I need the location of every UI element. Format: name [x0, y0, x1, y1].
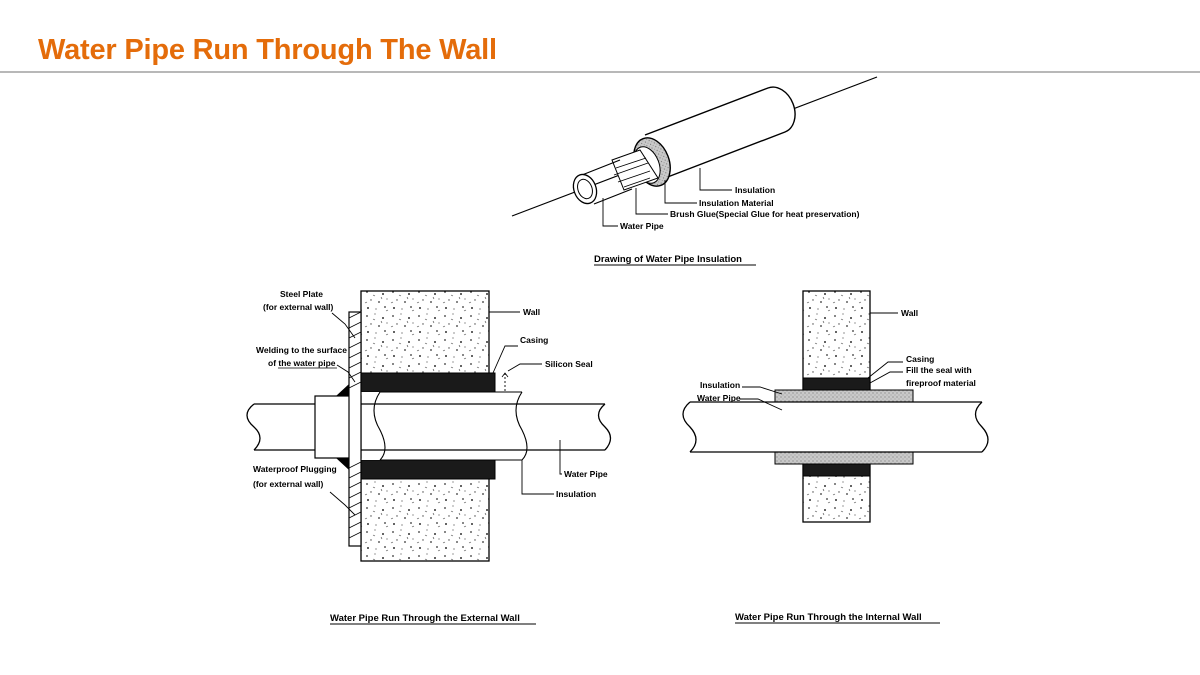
- label-insulation-material: Insulation Material: [699, 198, 774, 208]
- label-insulation: Insulation: [700, 380, 740, 390]
- caption-internal-wall: Water Pipe Run Through the Internal Wall: [735, 612, 922, 623]
- page-title: Water Pipe Run Through The Wall: [38, 34, 497, 66]
- insulation-drawing: Insulation Insulation Material Brush Glu…: [511, 76, 878, 266]
- label-casing: Casing: [520, 335, 548, 345]
- internal-wall-section: Wall Casing Fill the seal with fireproof…: [682, 290, 989, 624]
- label-brush-glue: Brush Glue(Special Glue for heat preserv…: [670, 209, 860, 219]
- label-waterproof-plugging: Waterproof Plugging: [253, 464, 337, 474]
- label-water-pipe: Water Pipe: [697, 393, 741, 403]
- label-fill-seal-note: fireproof material: [906, 378, 976, 388]
- label-casing: Casing: [906, 354, 934, 364]
- label-fill-seal: Fill the seal with: [906, 365, 972, 375]
- title-divider: [0, 71, 1200, 73]
- label-wall: Wall: [901, 308, 918, 318]
- label-waterproof-note: (for external wall): [253, 479, 324, 489]
- caption-external-wall: Water Pipe Run Through the External Wall: [330, 613, 520, 624]
- label-water-pipe: Water Pipe: [564, 469, 608, 479]
- label-wall: Wall: [523, 307, 540, 317]
- label-silicon-seal: Silicon Seal: [545, 359, 593, 369]
- external-wall-section: Steel Plate (for external wall) Welding …: [246, 289, 612, 625]
- label-welding-note: of the water pipe: [268, 358, 336, 368]
- label-steel-plate: Steel Plate: [280, 289, 323, 299]
- label-insulation: Insulation: [735, 185, 775, 195]
- label-insulation: Insulation: [556, 489, 596, 499]
- caption-insulation-drawing: Drawing of Water Pipe Insulation: [594, 254, 742, 265]
- label-water-pipe: Water Pipe: [620, 221, 664, 231]
- label-steel-plate-note: (for external wall): [263, 302, 334, 312]
- label-welding: Welding to the surface: [256, 345, 347, 355]
